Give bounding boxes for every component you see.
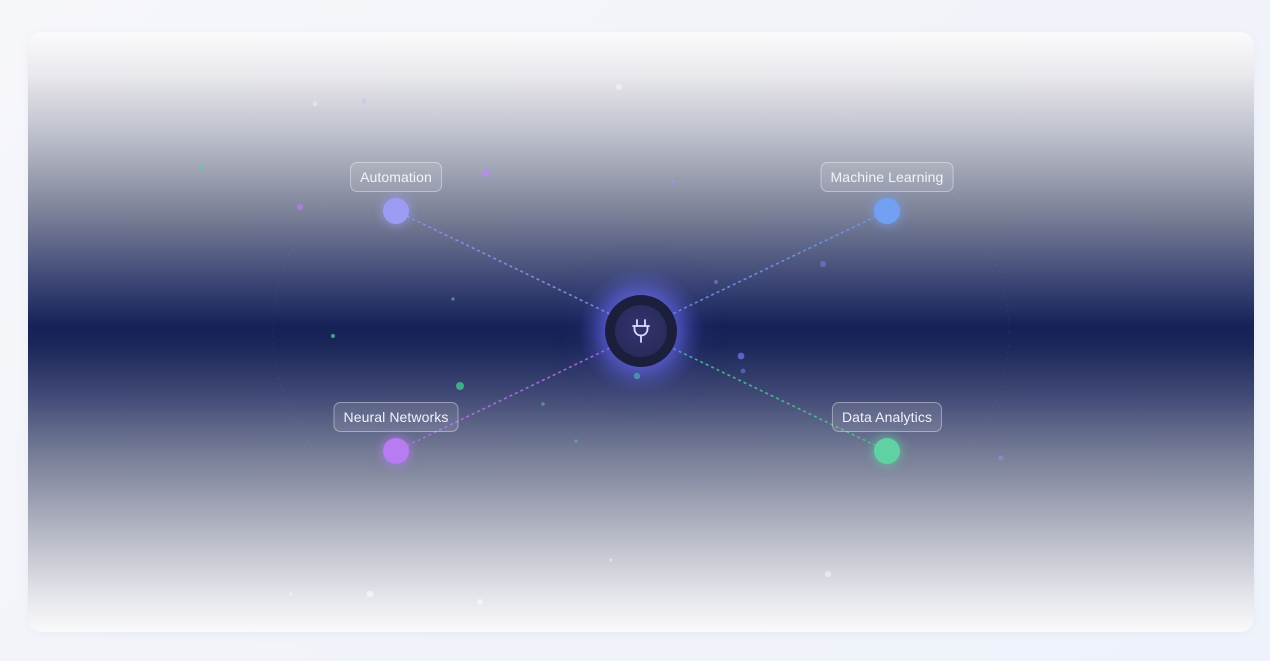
particle: [541, 402, 545, 406]
particle: [609, 558, 613, 562]
connector-lines: [395, 210, 888, 452]
hub-core: [615, 305, 667, 357]
particle: [366, 590, 374, 598]
particle: [451, 297, 455, 301]
central-hub[interactable]: [605, 295, 677, 367]
particle: [820, 261, 826, 267]
particle: [740, 368, 746, 374]
node-neural-networks[interactable]: [383, 438, 409, 464]
connector-machine-learning: [667, 210, 888, 317]
node-label-automation: Automation: [350, 162, 442, 192]
connector-neural-networks: [395, 345, 615, 452]
node-label-neural-networks: Neural Networks: [333, 402, 459, 432]
particle: [824, 570, 832, 578]
particle: [616, 84, 622, 90]
particle: [737, 352, 745, 360]
particle: [698, 482, 702, 486]
diagram-canvas: Automation Machine Learning Neural Netwo…: [28, 32, 1254, 632]
particle: [482, 169, 490, 177]
connector-automation: [395, 210, 615, 317]
particle: [574, 439, 578, 443]
particle: [297, 204, 303, 210]
node-machine-learning[interactable]: [874, 198, 900, 224]
particle: [361, 98, 367, 104]
particle: [998, 455, 1004, 461]
particle: [331, 334, 335, 338]
particle: [456, 382, 464, 390]
orbit-ring: [272, 70, 1010, 592]
particle: [289, 592, 293, 596]
node-label-data-analytics: Data Analytics: [831, 402, 943, 432]
particle: [477, 599, 483, 605]
node-label-machine-learning: Machine Learning: [820, 162, 954, 192]
particle: [198, 164, 204, 170]
particle: [312, 101, 318, 107]
node-automation[interactable]: [383, 198, 409, 224]
particle: [714, 280, 718, 284]
plug-icon: [632, 319, 650, 343]
connector-data-analytics: [667, 345, 888, 452]
node-data-analytics[interactable]: [874, 438, 900, 464]
particle: [671, 179, 675, 183]
